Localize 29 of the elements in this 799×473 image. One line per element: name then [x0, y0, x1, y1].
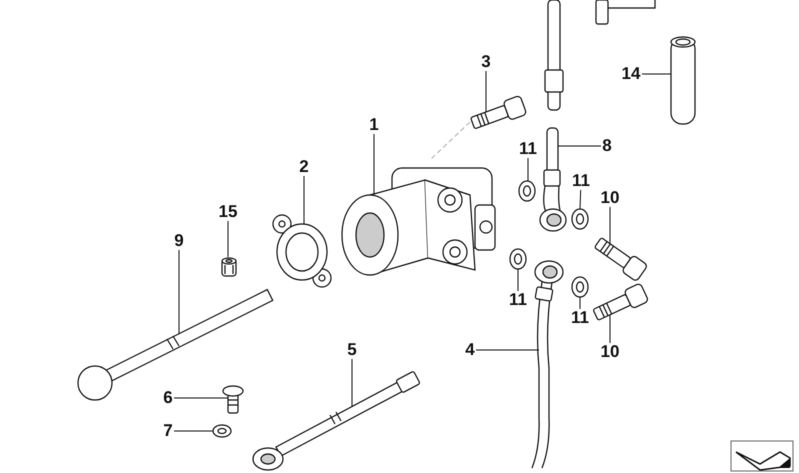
callout-number: 10 [599, 189, 621, 207]
callout-number: 15 [217, 203, 239, 221]
callout-number: 2 [298, 158, 310, 176]
callout-number: 11 [569, 309, 591, 327]
hose-drawing [530, 258, 566, 470]
callout-number: 1 [368, 116, 380, 134]
callout-number: 5 [346, 341, 358, 359]
callout-number: 8 [601, 137, 613, 155]
gasket-drawing [272, 212, 332, 290]
bolt-drawing [590, 285, 650, 322]
washer-drawing [570, 276, 590, 298]
callout-number: 7 [162, 422, 174, 440]
callout-number: 11 [507, 291, 529, 309]
washer-drawing [508, 248, 528, 268]
callout-number: 10 [599, 343, 621, 361]
screw-drawing [222, 385, 244, 415]
leader-line [178, 250, 180, 336]
callout-number: 6 [162, 389, 174, 407]
leader-line [174, 430, 214, 432]
callout-number: 11 [570, 172, 592, 190]
callout-number: 11 [517, 140, 539, 158]
callout-number: 3 [478, 53, 494, 71]
washer-drawing [570, 208, 590, 230]
callout-number: 4 [464, 341, 476, 359]
callout-number: 14 [620, 65, 642, 83]
washer-drawing [212, 424, 232, 438]
leader-line [580, 190, 582, 210]
callout-number: 9 [173, 232, 185, 250]
sleeve-drawing [219, 256, 239, 278]
